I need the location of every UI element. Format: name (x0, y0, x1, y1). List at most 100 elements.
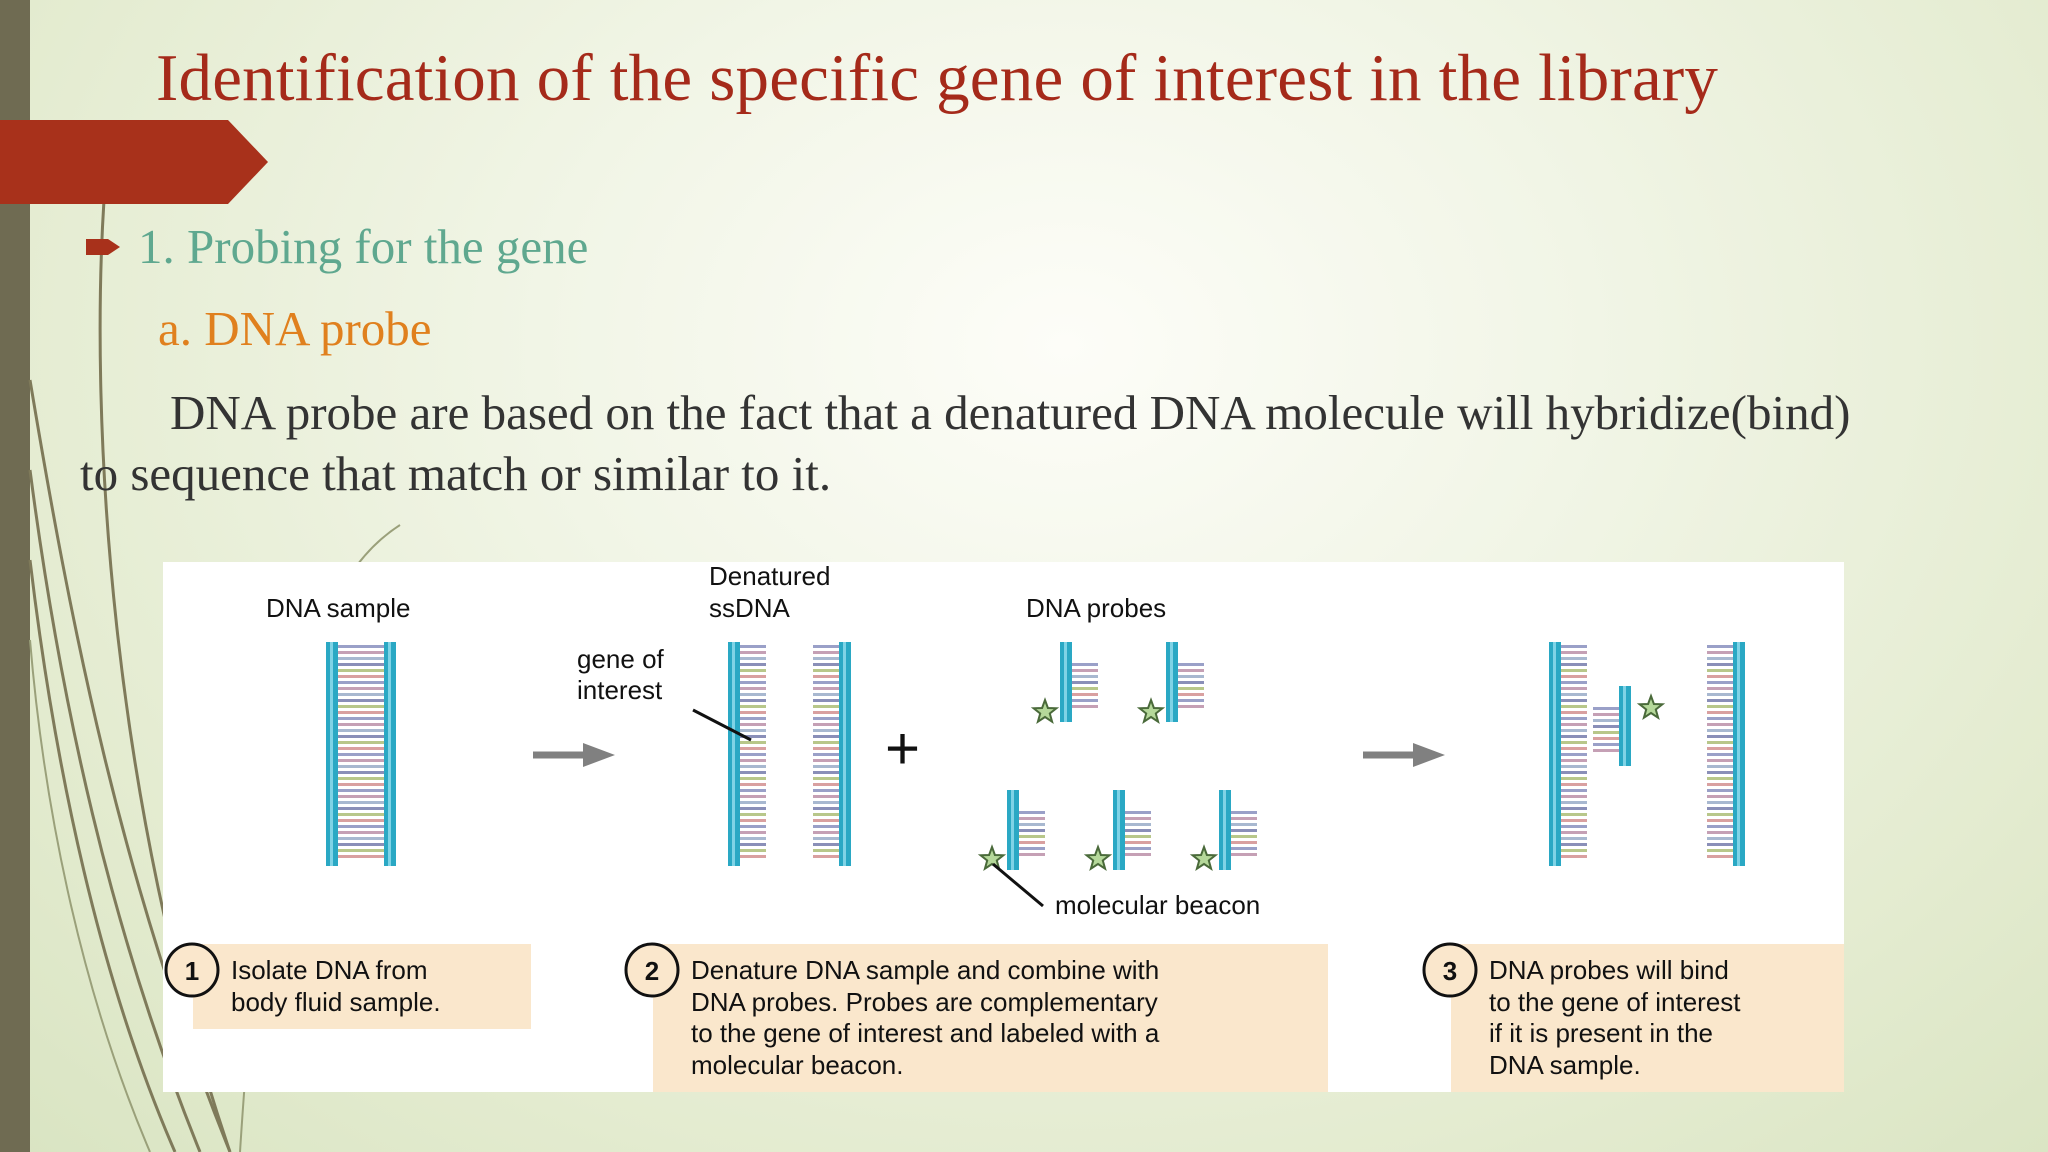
page-title: Identification of the specific gene of i… (156, 41, 1719, 115)
dna-base-pair (338, 705, 384, 708)
probe-base (1072, 663, 1098, 666)
strand-highlight (1170, 642, 1173, 722)
ssdna-base (1707, 657, 1733, 660)
label-molecular-beacon: molecular beacon (1055, 890, 1260, 920)
ssdna-base (740, 723, 766, 726)
ssdna-base (1561, 813, 1587, 816)
ssdna-base (740, 735, 766, 738)
dna-base-pair (338, 819, 384, 822)
ssdna-base (813, 735, 839, 738)
strand-highlight (330, 642, 333, 866)
ssdna-base (813, 651, 839, 654)
probe-base (1125, 841, 1151, 844)
molecular-beacon-star-icon (977, 844, 1007, 872)
ssdna-base (1707, 699, 1733, 702)
ssdna-base (740, 681, 766, 684)
label-dna-probes: DNA probes (1026, 593, 1166, 623)
step-1-text: Isolate DNA from (231, 955, 428, 985)
ssdna-base (1707, 729, 1733, 732)
dna-base-pair (338, 831, 384, 834)
ssdna-base (1707, 849, 1733, 852)
ssdna-base (1707, 819, 1733, 822)
probe-base (1019, 811, 1045, 814)
dna-base-pair (338, 813, 384, 816)
dna-base-pair (338, 687, 384, 690)
probe-base (1178, 675, 1204, 678)
strand-highlight (732, 642, 735, 866)
ssdna-base (740, 855, 766, 858)
step-3-text: if it is present in the (1489, 1018, 1713, 1048)
figure-canvas: DNA sample Denatured ssDNA gene of inter… (164, 562, 1844, 1092)
ssdna-base (1707, 723, 1733, 726)
ssdna-base (1561, 711, 1587, 714)
ssdna-base (740, 801, 766, 804)
ssdna-base (740, 741, 766, 744)
ssdna-base (1707, 687, 1733, 690)
ssdna-base (1707, 777, 1733, 780)
probe-base (1072, 693, 1098, 696)
ssdna-base (1707, 843, 1733, 846)
probe-base (1593, 719, 1619, 722)
probe-base (1593, 737, 1619, 740)
probe-base (1125, 853, 1151, 856)
ssdna-base (1707, 645, 1733, 648)
dna-base-pair (338, 657, 384, 660)
ssdna-base (1561, 735, 1587, 738)
ssdna-base (1707, 741, 1733, 744)
ssdna-base (740, 807, 766, 810)
dna-base-pair (338, 783, 384, 786)
dna-base-pair (338, 753, 384, 756)
arrow-bullet-icon (86, 238, 120, 255)
ssdna-base (813, 807, 839, 810)
ssdna-base (813, 759, 839, 762)
ssdna-base (1561, 771, 1587, 774)
probe-base (1072, 675, 1098, 678)
step-2-text: to the gene of interest and labeled with… (691, 1018, 1160, 1048)
body-paragraph: DNA probe are based on the fact that a d… (80, 382, 2000, 504)
step-2-text: DNA probes. Probes are complementary (691, 987, 1158, 1017)
ssdna-base (740, 753, 766, 756)
ssdna-base (1707, 825, 1733, 828)
strand-highlight (843, 642, 846, 866)
probe-base (1178, 663, 1204, 666)
strand-highlight (1117, 790, 1120, 870)
ssdna-base (813, 699, 839, 702)
probe-base (1072, 705, 1098, 708)
ssdna-base (740, 771, 766, 774)
label-dna-sample: DNA sample (266, 593, 411, 623)
ssdna-base (740, 843, 766, 846)
step-1-text: body fluid sample. (231, 987, 441, 1017)
ssdna-base (813, 795, 839, 798)
probe-base (1231, 853, 1257, 856)
ssdna-base (740, 831, 766, 834)
ssdna-base (1561, 825, 1587, 828)
ssdna-base (1561, 741, 1587, 744)
dna-base-pair (338, 795, 384, 798)
step-2-badge (624, 942, 680, 998)
ssdna-base (740, 849, 766, 852)
ssdna-base (1561, 843, 1587, 846)
ssdna-base (1561, 657, 1587, 660)
ssdna-base (813, 657, 839, 660)
ssdna-base (1707, 663, 1733, 666)
ssdna-base (740, 795, 766, 798)
label-gene-of: gene of (577, 644, 665, 674)
ssdna-base (740, 765, 766, 768)
step-3-number: 3 (1443, 956, 1457, 986)
ssdna-base (740, 699, 766, 702)
ssdna-base (740, 759, 766, 762)
ssdna-base (740, 813, 766, 816)
ssdna-base (740, 657, 766, 660)
ssdna-base (1707, 675, 1733, 678)
ssdna-base (1707, 693, 1733, 696)
strand-highlight (1064, 642, 1067, 722)
ssdna-base (1707, 807, 1733, 810)
deco-curve (28, 559, 177, 1152)
ssdna-base (1561, 801, 1587, 804)
ssdna-base (813, 771, 839, 774)
ssdna-base (740, 783, 766, 786)
label-ssdna: ssDNA (709, 593, 791, 623)
title-accent-tab (0, 120, 268, 204)
ssdna-base (740, 651, 766, 654)
ssdna-base (813, 705, 839, 708)
